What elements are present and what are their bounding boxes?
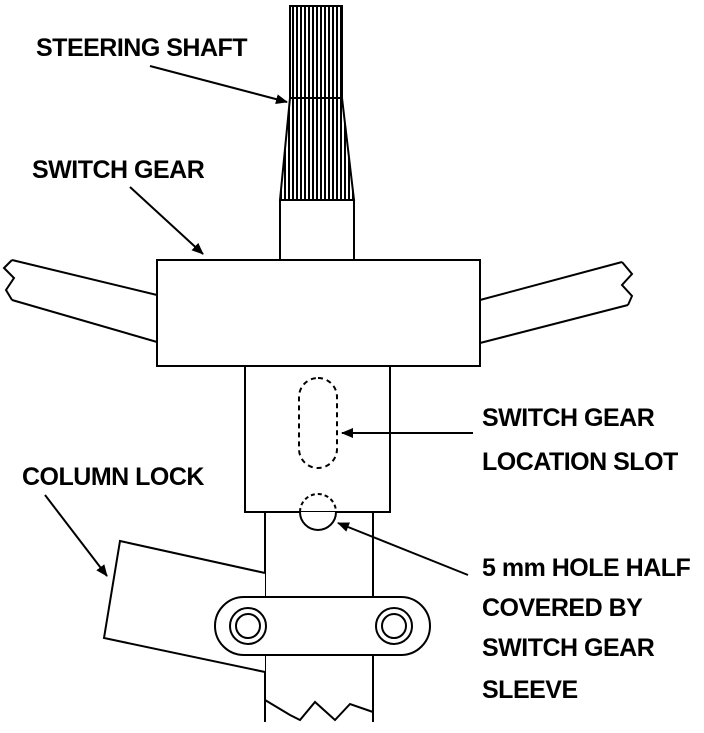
hole-visible-half [299,511,337,531]
column-lock-arrow [44,494,108,577]
right-handlebar-arm [479,261,634,344]
label-switch-gear: SWITCH GEAR [32,156,205,184]
label-hole-line2: COVERED BY [482,594,643,622]
clamp-plate [214,596,431,656]
shaft-spline-top [289,5,343,99]
label-hole-line3: SWITCH GEAR [482,634,655,662]
hole-arrow [337,522,469,576]
shaft-neck [279,199,355,261]
right-break-line [620,261,634,306]
left-handlebar-arm [2,259,158,343]
column-break-line [264,699,374,722]
switch-gear-sleeve [244,365,391,513]
steering-shaft [278,5,356,261]
switch-gear-body [156,259,481,367]
label-hole-line4: SLEEVE [482,676,578,704]
label-column-lock: COLUMN LOCK [22,463,204,491]
left-break-line [2,259,16,301]
label-location-slot-line2: LOCATION SLOT [482,448,678,476]
location-slot [298,377,338,469]
steering-shaft-arrow [149,65,288,105]
switch-gear-arrow [129,186,204,255]
label-steering-shaft: STEERING SHAFT [36,34,248,62]
shaft-spline-taper [278,97,356,201]
hole-covered-half [299,493,337,513]
label-location-slot-line1: SWITCH GEAR [482,404,655,432]
label-hole-line1: 5 mm HOLE HALF [482,554,691,582]
clamp-body [214,596,431,656]
